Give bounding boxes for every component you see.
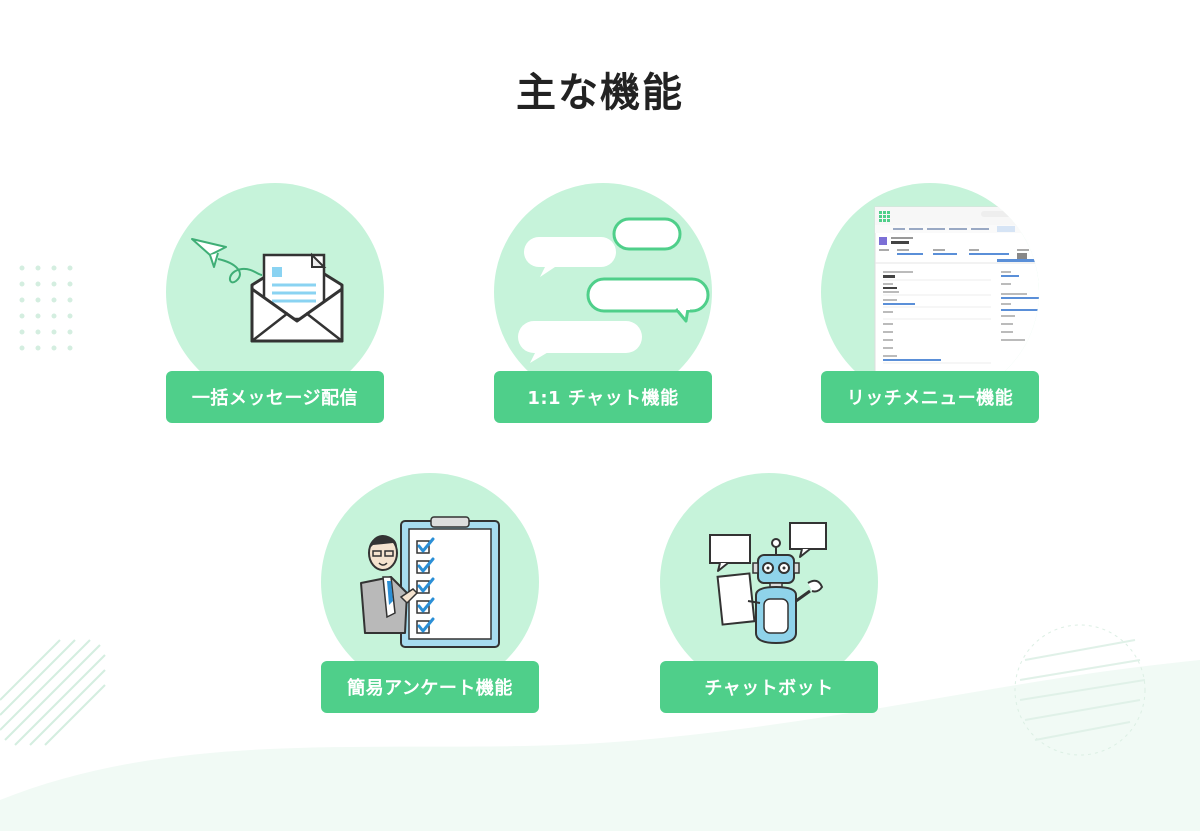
feature-one-to-one-chat[interactable]: 1:1 チャット機能 [494,183,714,423]
hatched-circle-right [1019,639,1146,741]
feature-label: リッチメニュー機能 [821,371,1039,423]
feature-circle [660,473,878,691]
checkbox-icon [416,540,430,634]
feature-simple-survey[interactable]: 簡易アンケート機能 [321,473,541,713]
app-screenshot [874,206,1039,398]
feature-rich-menu[interactable]: リッチメニュー機能 [821,183,1041,423]
robot-icon [709,522,827,645]
envelope-icon [191,238,344,343]
feature-circle [321,473,539,691]
feature-label: 一括メッセージ配信 [166,371,384,423]
feature-chatbot[interactable]: チャットボット [660,473,880,713]
hatched-circle-left [0,639,106,746]
dot-grid-decoration [19,265,73,351]
feature-circle [494,183,712,401]
page-title: 主な機能 [516,70,684,116]
feature-bulk-message[interactable]: 一括メッセージ配信 [166,183,386,423]
feature-circle [821,183,1039,401]
presenter-person-icon [360,535,419,634]
feature-label: チャットボット [660,661,878,713]
feature-label: 簡易アンケート機能 [321,661,539,713]
feature-label: 1:1 チャット機能 [494,371,712,423]
chat-bubbles-icon [518,217,710,363]
clipboard-checklist-icon [360,516,500,648]
feature-circle [166,183,384,401]
